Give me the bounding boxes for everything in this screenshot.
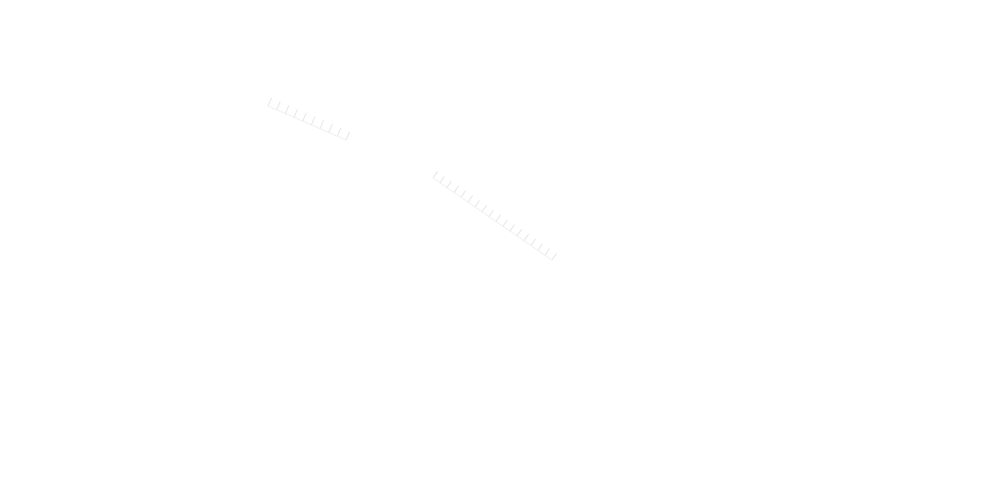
lower-mark-tick [516,229,522,237]
lower-mark-tick [460,190,466,198]
lower-mark-tick [537,243,543,251]
faint-ruler-mark-upper [267,97,351,141]
lower-mark-tick [551,253,557,261]
upper-mark-tick [276,101,281,110]
upper-mark-baseline [267,105,347,141]
lower-mark-tick [530,238,536,246]
upper-mark-tick [345,131,351,141]
upper-mark-tick [267,97,273,107]
upper-mark-tick [336,127,342,137]
lower-mark-tick [509,224,515,232]
lower-mark-tick [481,204,487,213]
faint-ruler-mark-lower [432,171,557,261]
lower-mark-tick [474,200,480,208]
lower-mark-tick [446,180,452,188]
upper-mark-tick [293,108,299,118]
lower-mark-tick [523,233,529,241]
upper-mark-tick [319,120,325,129]
lower-mark-tick [453,185,459,193]
lower-mark-tick [432,171,438,179]
lower-mark-tick [544,248,550,256]
lower-mark-tick [502,219,508,227]
lower-mark-tick [439,175,445,184]
upper-mark-tick [284,105,290,114]
lower-mark-tick [488,209,494,217]
upper-mark-tick [302,112,307,122]
lower-mark-tick [467,195,473,203]
upper-mark-tick [328,123,333,133]
upper-mark-tick [310,116,316,126]
lower-mark-tick [495,214,501,222]
lower-mark-baseline [432,177,553,261]
